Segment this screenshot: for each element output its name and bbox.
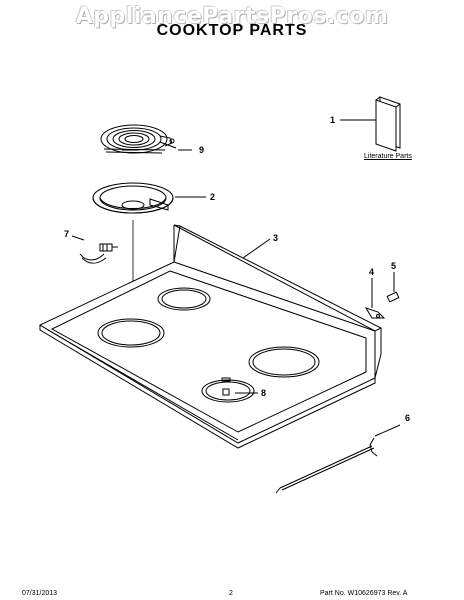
callout-2: 2 <box>210 192 215 202</box>
leader-line-3 <box>242 238 271 259</box>
callout-6: 6 <box>405 413 410 423</box>
callout-5: 5 <box>391 261 396 271</box>
wire-harness <box>71 235 118 264</box>
callout-4: 4 <box>369 267 374 277</box>
callout-8: 8 <box>261 388 266 398</box>
callout-1: 1 <box>330 115 335 125</box>
drip-bowl <box>92 182 206 214</box>
page-title: COOKTOP PARTS <box>156 22 308 39</box>
footer-date: 07/31/2013 <box>22 590 58 597</box>
callout-7: 7 <box>64 229 69 239</box>
cooktop-panel <box>38 224 383 449</box>
watermark-text: AppliancePartsPros.com <box>75 4 389 29</box>
terminal-block <box>364 278 386 319</box>
coil-element <box>100 124 192 154</box>
mounting-screw <box>386 272 400 303</box>
footer-page-number: 2 <box>229 590 233 597</box>
footer-part-number: Part No. W10626973 Rev. A <box>320 590 408 597</box>
callout-3: 3 <box>273 233 278 243</box>
literature-parts-label: Literature Parts <box>364 153 412 160</box>
literature-booklet <box>375 96 401 152</box>
callout-9: 9 <box>199 145 204 155</box>
support-rod <box>275 424 401 494</box>
